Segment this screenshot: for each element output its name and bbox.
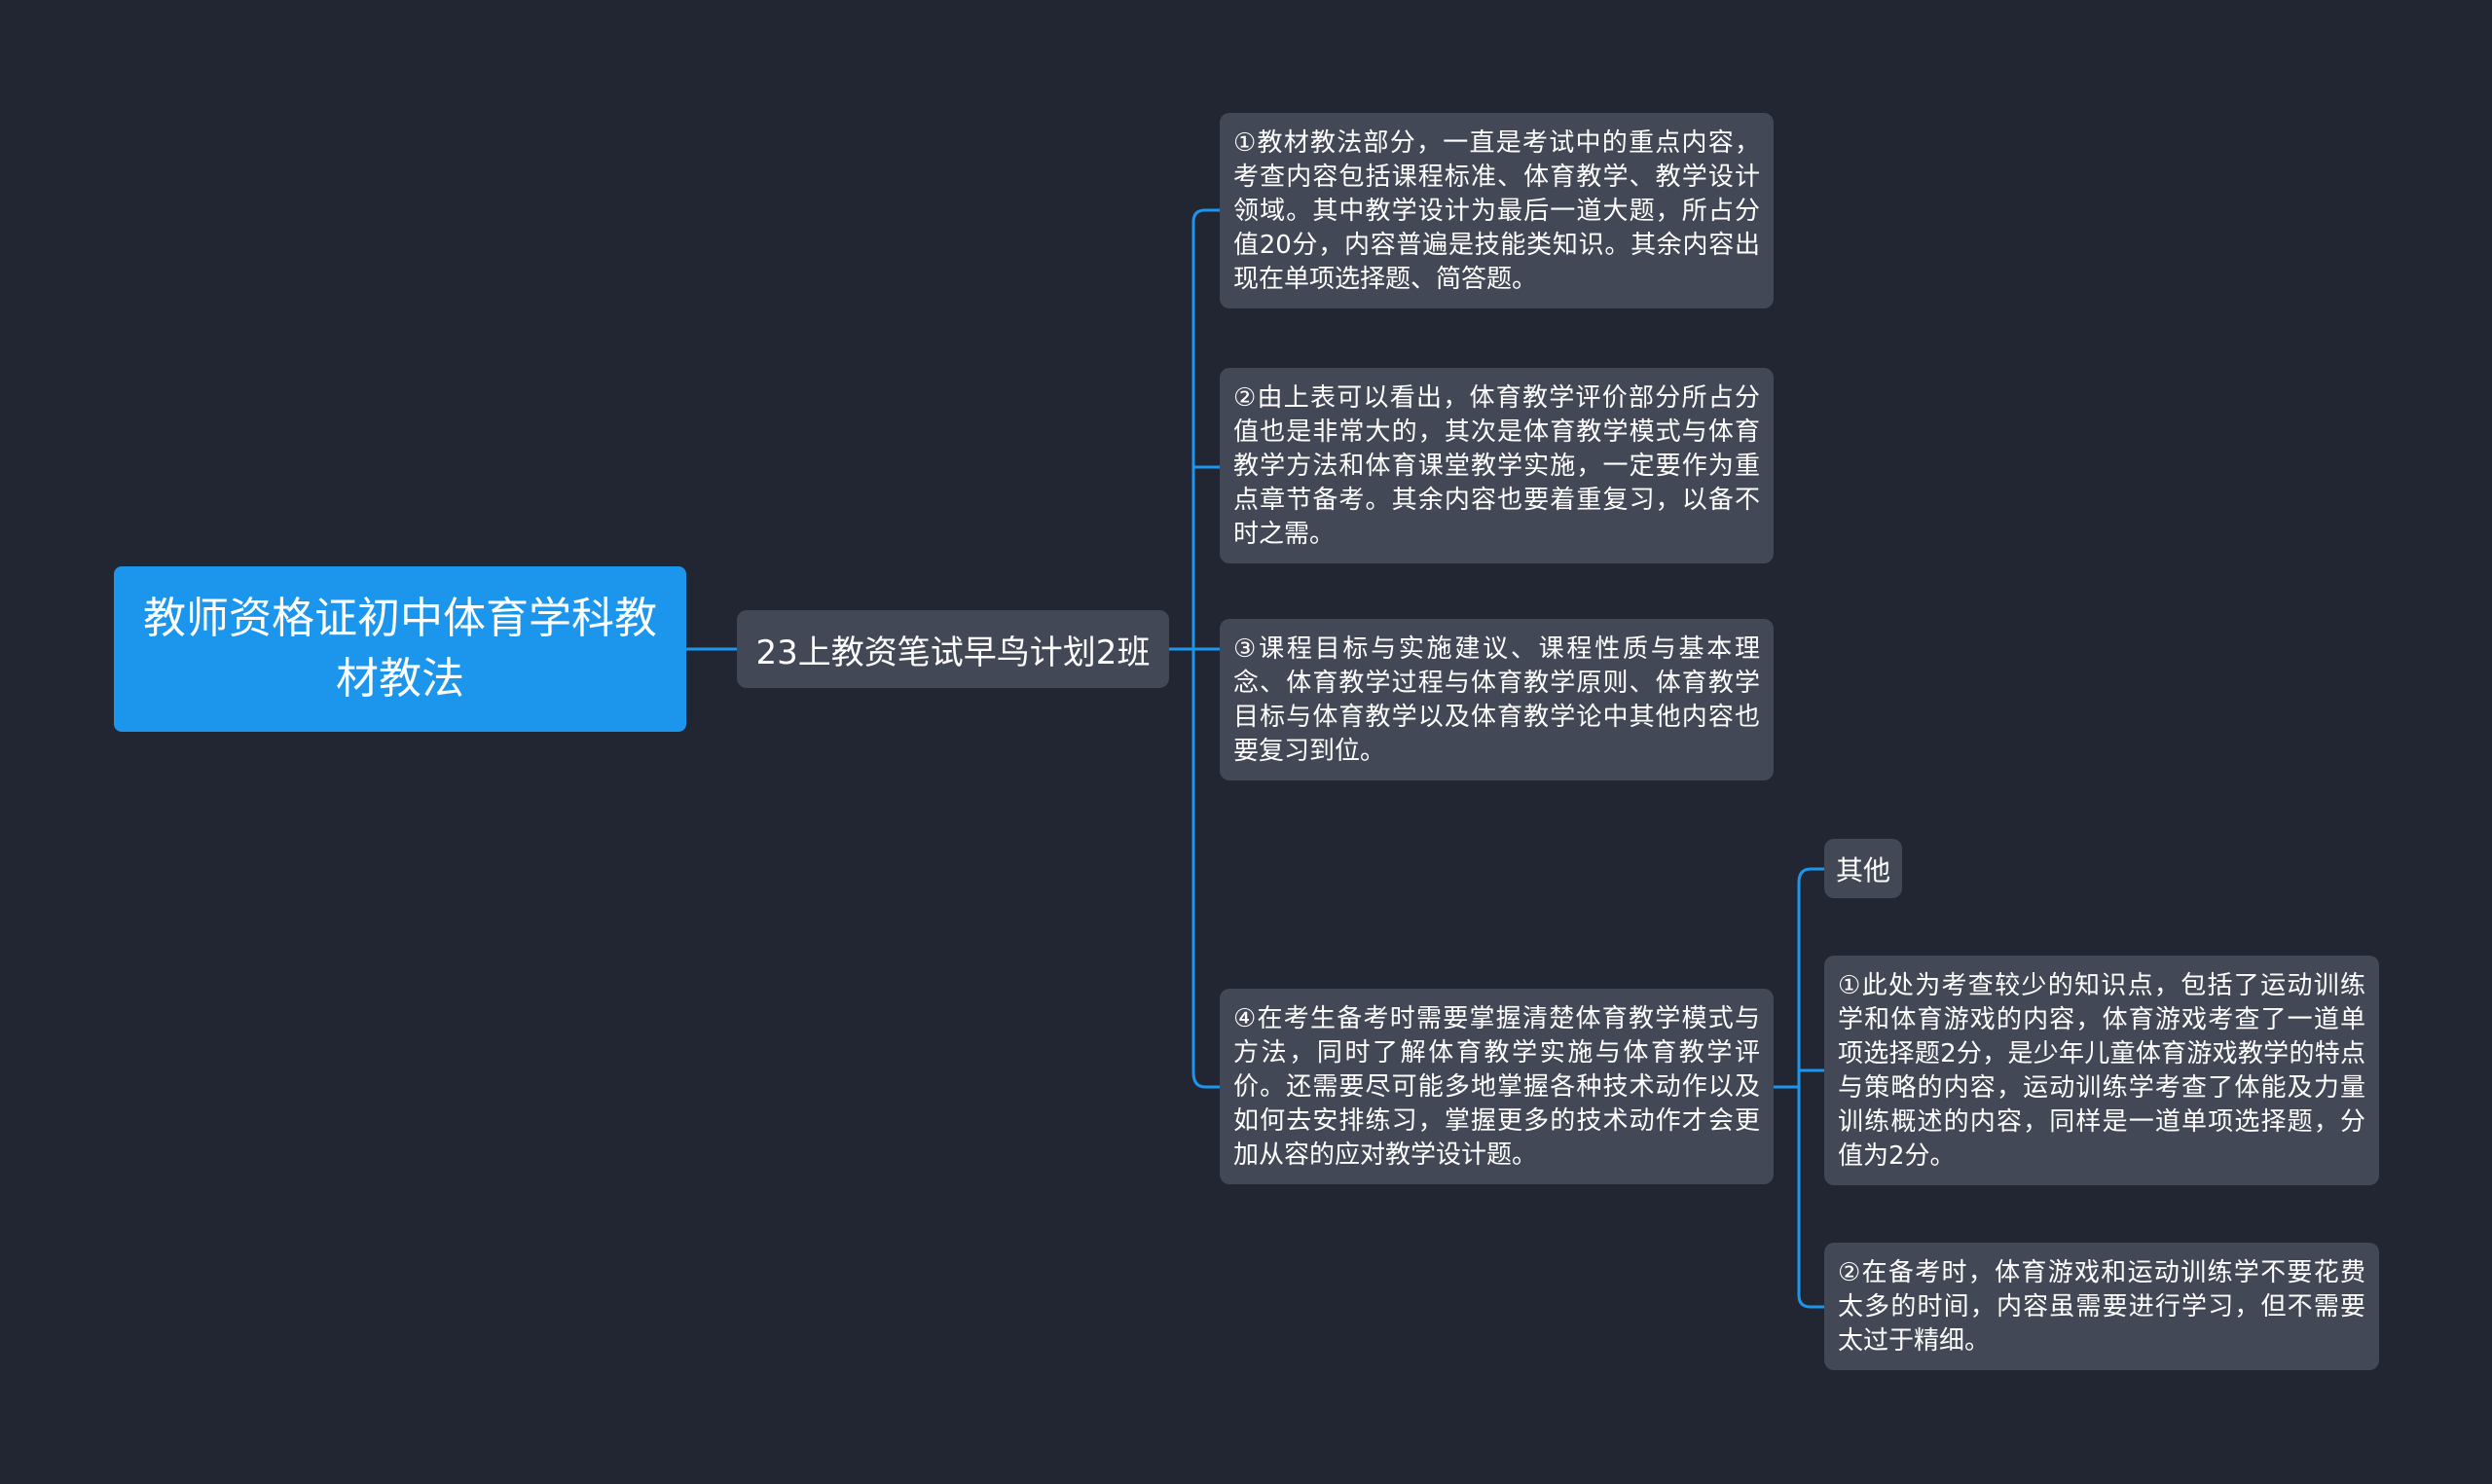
item-node-3[interactable]: ③课程目标与实施建议、课程性质与基本理念、体育教学过程与体育教学原则、体育教学目…: [1220, 619, 1774, 780]
branch-node[interactable]: 23上教资笔试早鸟计划2班: [737, 610, 1169, 688]
subitem-node-3[interactable]: ②在备考时，体育游戏和运动训练学不要花费太多的时间，内容虽需要进行学习，但不需要…: [1824, 1243, 2379, 1370]
root-node[interactable]: 教师资格证初中体育学科教材教法: [114, 566, 686, 732]
item-node-4-text: ④在考生备考时需要掌握清楚体育教学模式与方法，同时了解体育教学实施与体育教学评价…: [1233, 1004, 1760, 1170]
line-to-item-4: [1191, 1071, 1220, 1089]
subitem-node-other-label: 其他: [1835, 853, 1890, 887]
item-node-3-text: ③课程目标与实施建议、课程性质与基本理念、体育教学过程与体育教学原则、体育教学目…: [1233, 634, 1760, 766]
item-node-4[interactable]: ④在考生备考时需要掌握清楚体育教学模式与方法，同时了解体育教学实施与体育教学评价…: [1220, 989, 1774, 1184]
root-node-label: 教师资格证初中体育学科教材教法: [143, 594, 657, 704]
item-node-1-text: ①教材教法部分，一直是考试中的重点内容，考查内容包括课程标准、体育教学、教学设计…: [1233, 128, 1760, 294]
line-to-subitem-1: [1797, 867, 1824, 884]
line-to-subitem-3: [1797, 1294, 1824, 1309]
branch-node-label: 23上教资笔试早鸟计划2班: [755, 633, 1151, 672]
subitem-node-2-text: ①此处为考查较少的知识点，包括了运动训练学和体育游戏的内容，体育游戏考查了一道单…: [1838, 971, 2365, 1171]
item-node-1[interactable]: ①教材教法部分，一直是考试中的重点内容，考查内容包括课程标准、体育教学、教学设计…: [1220, 113, 1774, 308]
item-node-2[interactable]: ②由上表可以看出，体育教学评价部分所占分值也是非常大的，其次是体育教学模式与体育…: [1220, 368, 1774, 563]
item-node-2-text: ②由上表可以看出，体育教学评价部分所占分值也是非常大的，其次是体育教学模式与体育…: [1233, 383, 1760, 549]
subitem-node-2[interactable]: ①此处为考查较少的知识点，包括了运动训练学和体育游戏的内容，体育游戏考查了一道单…: [1824, 956, 2379, 1185]
subitem-node-3-text: ②在备考时，体育游戏和运动训练学不要花费太多的时间，内容虽需要进行学习，但不需要…: [1838, 1258, 2365, 1356]
line-to-item-1: [1191, 208, 1220, 223]
subitem-node-other[interactable]: 其他: [1824, 839, 1902, 898]
